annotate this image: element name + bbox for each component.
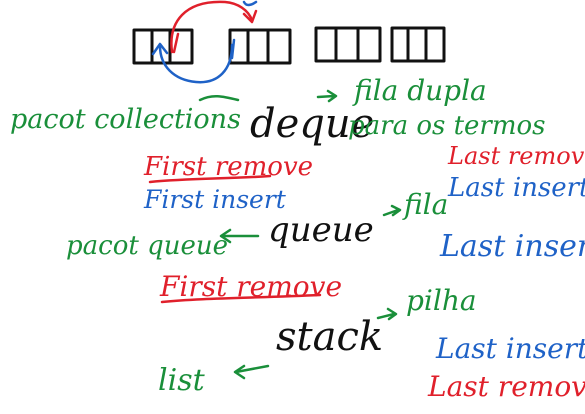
arrow-stack-to-list [233,364,270,380]
arrow-queue-to-pacot-queue [219,228,260,244]
box-4 [390,26,446,63]
last-remove-label-2: Last remove [427,370,585,403]
deque-label: deque [250,101,374,147]
blue-move-arrow [151,0,258,84]
queue-label: queue [268,210,374,250]
first-remove-label-2: First remove [159,270,342,303]
arrow-collections-to-deque [198,95,240,102]
stack-label: stack [276,314,383,360]
first-remove-1-underline [148,174,272,184]
fila-dupla-label: fila dupla [352,74,487,107]
pacot-collections-label: pacot collections [10,104,241,135]
arrow-deque-to-fila-dupla [316,89,338,103]
first-remove-label-1: First remove [143,152,313,182]
pacot-queue-label: pacot queue [66,231,228,261]
last-insert-label-2: Last insert [439,229,585,264]
first-insert-label: First insert [143,185,287,214]
red-move-arrow [170,0,258,54]
box-3 [314,26,382,63]
box-row [132,26,446,65]
last-remove-label-1: Last remove [447,142,585,170]
first-remove-2-underline [160,293,322,304]
para-os-termos-label: para os termos [348,111,546,141]
fila-label: fila [402,188,448,221]
arrows [198,89,402,380]
box-2 [228,28,292,65]
last-insert-label-1: Last insert [447,173,585,203]
last-insert-label-3: Last insert [435,332,585,365]
arrow-queue-to-fila [382,204,402,217]
arrow-stack-to-pilha [376,307,398,321]
pilha-label: pilha [406,284,477,317]
list-label: list [158,363,206,398]
